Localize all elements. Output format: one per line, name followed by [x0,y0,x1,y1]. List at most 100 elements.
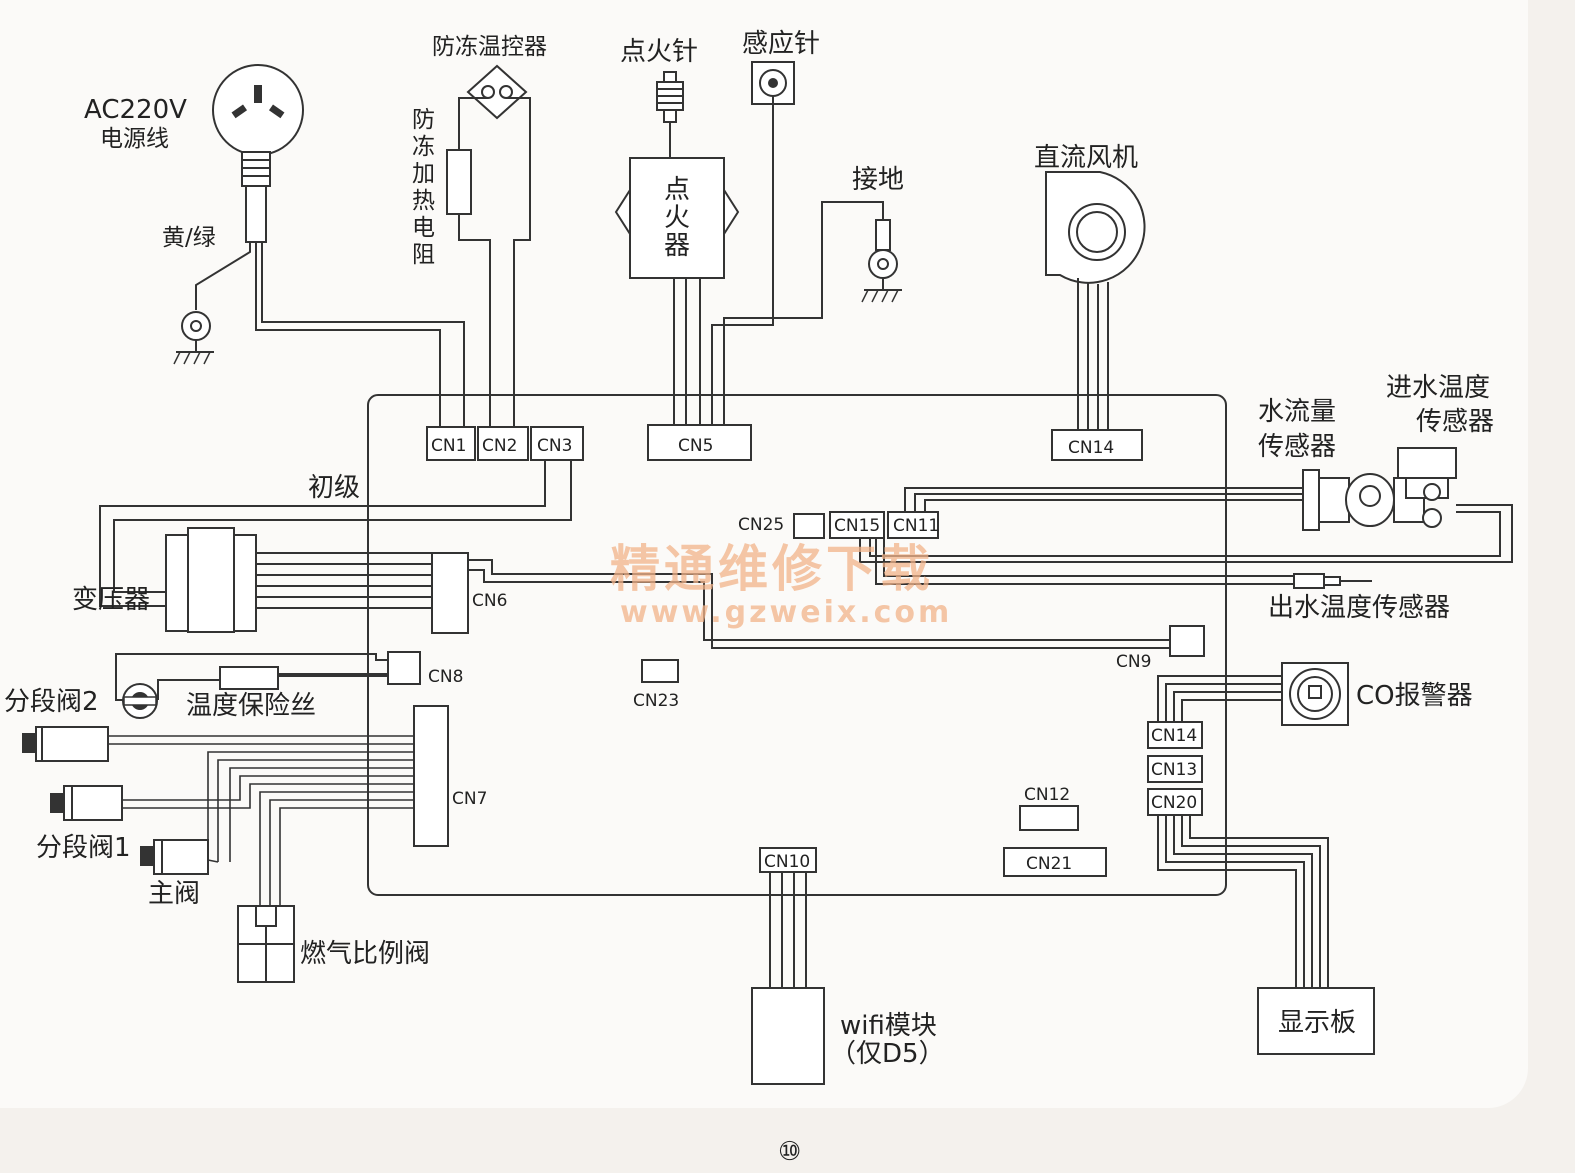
svg-text:电: 电 [412,215,435,241]
ground-label: 接地 [852,165,904,195]
ground-terminal-left-icon [173,311,214,365]
connector-cn6: CN6 [431,552,507,634]
connector-cn14-top: CN14 [1051,429,1143,461]
antifreeze-thermostat-label: 防冻温控器 [432,34,547,60]
svg-text:阻: 阻 [412,242,435,268]
inlet-temp-sensor-icon [1397,447,1457,528]
control-board [367,394,1227,896]
inlet-temp-sensor-label-2: 传感器 [1416,407,1494,437]
connector-cn14-top-label: CN14 [1068,438,1114,458]
segment-valve-1-label: 分段阀1 [36,833,131,863]
dc-fan-icon [1045,171,1146,284]
connector-cn15: CN15 [829,511,885,539]
ac-voltage-label: AC220V [84,95,187,125]
connector-cn20-label: CN20 [1151,793,1197,813]
ignition-needle-icon [656,71,684,123]
connector-cn5: CN5 [647,424,752,461]
connector-cn13-label: CN13 [1151,760,1197,780]
primary-label: 初级 [308,473,360,503]
wifi-module-note: （仅D5） [830,1039,945,1069]
segment-valve-2-icon [122,683,158,719]
power-plug-icon [212,64,304,243]
water-flow-sensor-icon [1302,469,1425,531]
svg-text:点: 点 [664,175,690,205]
connector-cn7-label: CN7 [452,789,487,809]
display-board-label: 显示板 [1278,1008,1356,1038]
antifreeze-heater-label: 防 冻 加 热 电 阻 [412,107,435,268]
segment-valve-2-coil-icon [22,726,109,762]
wifi-module [751,987,825,1085]
cn7-wires [108,735,414,906]
co-alarm-label: CO报警器 [1356,681,1473,711]
connector-cn3-label: CN3 [537,436,572,456]
wifi-module-label: wifi模块 [840,1011,937,1041]
svg-text:防: 防 [412,107,435,133]
transformer-icon [165,527,257,633]
igniter-unit: 点 火 器 [614,157,740,279]
power-cord-label: 电源线 [100,126,169,152]
segment-valve-1-icon [50,785,123,821]
page-number: ⑩ [778,1137,801,1167]
connector-cn13: CN13 [1147,755,1203,783]
connector-cn14-right-label: CN14 [1151,726,1197,746]
outlet-temp-sensor-icon [1293,573,1372,589]
segment-valve-2-label: 分段阀2 [4,687,99,717]
connector-cn21-label: CN21 [1026,854,1072,874]
connector-cn10-label: CN10 [764,852,810,872]
main-valve-label: 主阀 [148,879,200,909]
connector-cn2: CN2 [477,426,529,461]
connector-cn21: CN21 [1003,847,1107,877]
connector-cn1-label: CN1 [431,436,466,456]
flow-sensor-label-1: 水流量 [1258,397,1336,427]
svg-text:火: 火 [664,203,690,233]
transformer-label: 变压器 [72,585,150,615]
ground-wire-label: 黄/绿 [162,225,216,251]
display-board: 显示板 [1257,987,1375,1055]
svg-text:冻: 冻 [412,134,435,160]
dc-fan-label: 直流风机 [1034,143,1138,173]
connector-cn5-label: CN5 [678,436,713,456]
ignition-needle-label: 点火针 [620,37,698,67]
connector-cn6-label: CN6 [472,591,507,611]
connector-cn2-label: CN2 [482,436,517,456]
transformer-wires [256,552,432,609]
connector-cn20: CN20 [1147,788,1203,816]
gas-proportional-valve-icon [237,905,295,983]
connector-cn8: CN8 [387,651,463,687]
connector-cn23: CN23 [633,659,679,711]
connector-cn3: CN3 [530,426,584,461]
svg-text:器: 器 [664,231,690,261]
antifreeze-heater-resistor [446,149,472,215]
watermark-text: 精通维修下载 [610,540,934,598]
ground-terminal-top-icon [861,219,902,303]
connector-cn25-label: CN25 [738,515,784,535]
connector-cn7: CN7 [413,705,487,847]
svg-text:热: 热 [412,188,435,214]
connector-cn9-label: CN9 [1116,652,1151,672]
sensor-needle-label: 感应针 [742,29,820,59]
main-valve-icon [140,839,209,875]
connector-cn25: CN25 [738,513,825,539]
thermal-fuse [219,666,279,690]
co-alarm-icon [1281,662,1349,726]
gas-proportional-valve-label: 燃气比例阀 [300,939,430,969]
connector-cn14-right: CN14 [1147,721,1203,749]
connector-cn12-label: CN12 [1024,785,1070,805]
connector-cn12: CN12 [1019,785,1079,831]
connector-cn1: CN1 [426,426,476,461]
connector-cn11: CN11 [887,511,939,539]
thermal-fuse-label: 温度保险丝 [186,691,316,721]
connector-cn10: CN10 [759,847,817,873]
connector-cn8-label: CN8 [428,667,463,687]
antifreeze-thermostat-icon [466,64,528,120]
flow-sensor-label-2: 传感器 [1258,432,1336,462]
connector-cn23-label: CN23 [633,691,679,711]
connector-cn15-label: CN15 [834,516,880,536]
inlet-temp-sensor-label-1: 进水温度 [1386,373,1490,403]
svg-text:加: 加 [412,161,435,187]
watermark-url: www.gzweix.com [620,595,952,630]
outlet-temp-sensor-label: 出水温度传感器 [1268,593,1450,623]
connector-cn9: CN9 [1116,625,1205,672]
